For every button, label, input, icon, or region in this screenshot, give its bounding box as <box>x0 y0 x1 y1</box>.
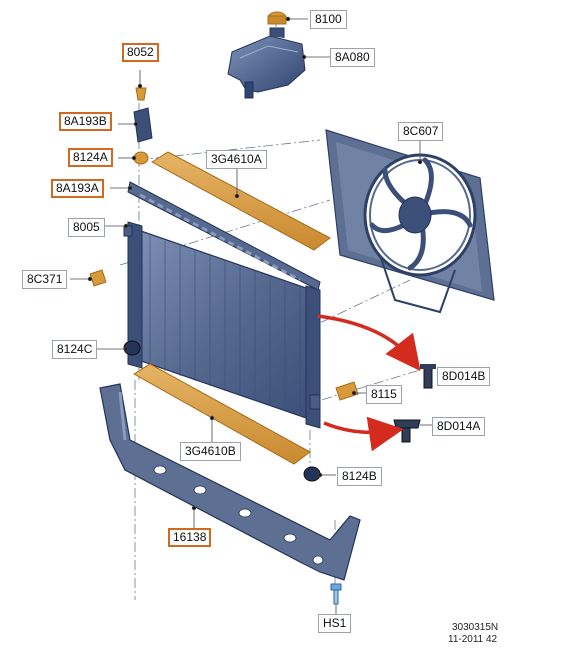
figure-reference: 3030315N <box>452 622 499 633</box>
isolator-8124B-icon <box>303 466 321 482</box>
sensor-8115-icon <box>335 381 359 401</box>
callout-HS1[interactable]: HS1 <box>318 614 352 633</box>
callout-8A080[interactable]: 8A080 <box>330 48 375 67</box>
clip-8D014B-icon <box>420 364 436 389</box>
bolt-icon <box>330 583 342 605</box>
callout-8A193A[interactable]: 8A193A <box>51 179 104 198</box>
isolator-8124C-icon <box>123 340 141 356</box>
radiator-icon <box>123 221 321 429</box>
air-seal-lower-icon <box>133 363 311 465</box>
callout-3G4610B[interactable]: 3G4610B <box>180 442 241 461</box>
support-bracket-icon <box>99 383 361 581</box>
leader-lines <box>70 16 452 614</box>
callout-8D014A[interactable]: 8D014A <box>432 417 486 436</box>
callout-8C371[interactable]: 8C371 <box>22 270 68 289</box>
callout-3G4610A[interactable]: 3G4610A <box>206 150 267 169</box>
callout-8D014B[interactable]: 8D014B <box>437 367 491 386</box>
callout-8115[interactable]: 8115 <box>366 385 402 404</box>
figure-date: 11-2011 42 <box>448 634 498 645</box>
callout-8124B[interactable]: 8124B <box>337 467 382 486</box>
cooling-fan-icon <box>325 129 495 314</box>
clip-8052-icon <box>135 87 147 101</box>
reservoir-cap-icon <box>267 11 287 25</box>
callout-8124A[interactable]: 8124A <box>68 148 113 167</box>
air-seal-upper-icon <box>151 151 331 251</box>
callout-8124C[interactable]: 8124C <box>52 340 98 359</box>
callout-8C607[interactable]: 8C607 <box>398 122 444 141</box>
callout-8100[interactable]: 8100 <box>310 10 347 29</box>
callout-8052[interactable]: 8052 <box>122 43 159 62</box>
assembly-arrows <box>317 314 421 452</box>
callout-8A193B[interactable]: 8A193B <box>59 112 112 131</box>
isolator-8C371-icon <box>89 269 107 287</box>
coolant-reservoir-icon <box>227 27 306 99</box>
clip-8D014A-icon <box>393 419 421 443</box>
bracket-8A193B-icon <box>133 107 153 143</box>
callout-8005[interactable]: 8005 <box>68 218 105 237</box>
callout-16138[interactable]: 16138 <box>168 528 212 547</box>
